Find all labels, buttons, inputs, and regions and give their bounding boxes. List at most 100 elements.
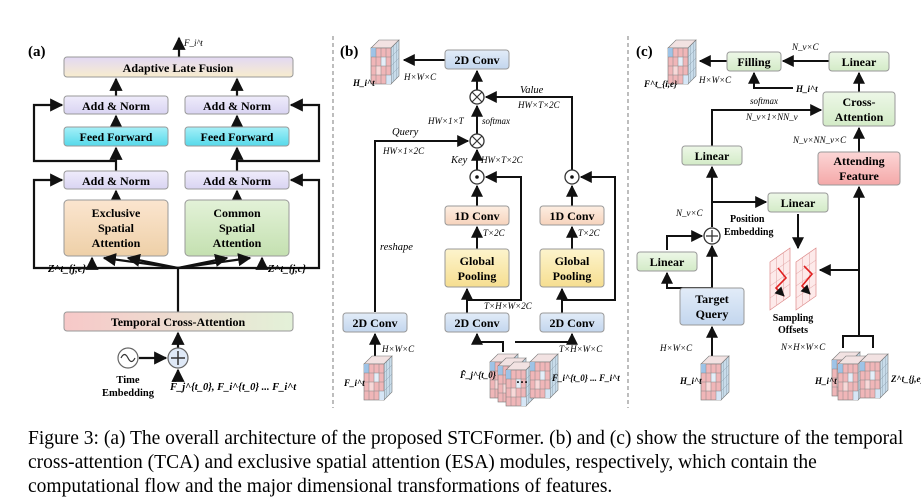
z-input-label: Z^t_{j,e}: [890, 374, 921, 384]
pe-line1: Position: [730, 214, 765, 225]
af-line1: Attending: [833, 154, 884, 168]
z-exclusive-label: Z^t_{j,e}: [47, 264, 86, 275]
f-seq2-label: F_i^{t_0} ... F_i^t: [551, 373, 620, 383]
cross-attention-box: [822, 91, 896, 127]
add-norm-top-right-label: Add & Norm: [203, 99, 271, 113]
conv2d-key-box: [444, 312, 510, 333]
query-label: Query: [392, 127, 419, 138]
linear-mid-label: Linear: [695, 149, 730, 163]
reshape-label: reshape: [380, 242, 413, 253]
conv1d-left-label: 1D Conv: [454, 209, 499, 223]
conv2d-key-label: 2D Conv: [454, 316, 499, 330]
output-feature-cube-b: [370, 39, 400, 85]
panel-c: (c) F^t_{i,e} H×W×C Filling H_i^t N_v×C …: [636, 39, 921, 401]
linear-left-label: Linear: [650, 255, 685, 269]
linear-top-label: Linear: [842, 55, 877, 69]
global-pooling-left-box: [444, 248, 510, 288]
csa-line2: Spatial: [219, 221, 256, 235]
linear-offset-box: [767, 192, 829, 213]
conv1d-right-label: 1D Conv: [549, 209, 594, 223]
input-cube-z: [859, 353, 889, 399]
h-t-label: H_i^t: [795, 84, 818, 94]
dim-hwt2c-key: HW×T×2C: [480, 155, 524, 165]
add-norm-mid-left-label: Add & Norm: [82, 174, 150, 188]
figure-caption: Figure 3: (a) The overall architecture o…: [28, 428, 904, 497]
output-feature-cube-c: [667, 39, 697, 85]
dim-thwc: T×H×W×C: [559, 344, 603, 354]
global-pooling-right-box: [539, 248, 605, 288]
dim-hw12c: HW×1×2C: [382, 146, 425, 156]
add-norm-top-right: [184, 95, 290, 115]
so-line2: Offsets: [778, 325, 808, 336]
gp-right-line1: Global: [555, 254, 590, 268]
temporal-cross-attention-box: [63, 311, 294, 332]
value-label: Value: [520, 85, 544, 96]
conv2d-value-box: [539, 312, 605, 333]
architecture-diagram: (a) F_i^t Adaptive Late Fusion Add & Nor…: [28, 36, 921, 408]
dim-t2c-left: T×2C: [483, 228, 506, 238]
linear-top-box: [828, 51, 890, 72]
conv2d-query-label: 2D Conv: [352, 316, 397, 330]
dim-hw1t: HW×1×T: [427, 116, 465, 126]
conv2d-top-label: 2D Conv: [454, 53, 499, 67]
add-norm-mid-right: [184, 170, 290, 190]
esa-line3: Attention: [92, 236, 141, 250]
dim-nvnnvc: N_v×NN_v×C: [792, 135, 847, 145]
add-norm-mid-right-label: Add & Norm: [203, 174, 271, 188]
af-line2: Feature: [839, 169, 879, 183]
tq-line1: Target: [695, 292, 729, 306]
so-line1: Sampling: [773, 313, 814, 324]
ca-line2: Attention: [835, 110, 884, 124]
feed-forward-right-label: Feed Forward: [201, 130, 274, 144]
tca-label: Temporal Cross-Attention: [111, 315, 246, 329]
conv2d-top-box: [444, 49, 510, 70]
dim-thw2c: T×H×W×2C: [484, 301, 533, 311]
dim-nvc-top: N_v×C: [791, 42, 820, 52]
gp-right-line2: Pooling: [553, 269, 592, 283]
dim-hwc-c: H×W×C: [659, 343, 693, 353]
h-input-label: H_i^t: [679, 376, 702, 386]
linear-mid-box: [681, 145, 743, 166]
esa-line2: Spatial: [98, 221, 135, 235]
key-label: Key: [450, 155, 468, 166]
pe-line2: Embedding: [724, 227, 773, 238]
filling-box: [726, 51, 782, 72]
linear-left-box: [636, 251, 698, 272]
f-out-label: F^t_{i,e}: [643, 79, 678, 89]
f-input-label: F_i^t: [343, 378, 365, 388]
panel-a: (a) F_i^t Adaptive Late Fusion Add & Nor…: [28, 36, 321, 399]
feed-forward-right: [184, 126, 290, 147]
dim-hwc-top-b: H×W×C: [403, 72, 437, 82]
dim-t2c-right: T×2C: [578, 228, 601, 238]
input-cube-h: [700, 355, 730, 401]
dim-hwc-query: H×W×C: [381, 344, 415, 354]
dim-nv1nnv: N_v×1×NN_v: [745, 112, 798, 122]
gp-left-line1: Global: [460, 254, 495, 268]
dim-hwt2c-value: HW×T×2C: [517, 100, 561, 110]
feed-forward-left: [63, 126, 169, 147]
conv2d-value-label: 2D Conv: [549, 316, 594, 330]
add-norm-top-left-label: Add & Norm: [82, 99, 150, 113]
input-cube-query: [363, 355, 393, 401]
panel-b: (b) H_i^t H×W×C 2D Conv Value HW×T×2C HW…: [340, 39, 620, 407]
softmax-label-c: softmax: [750, 96, 778, 106]
dim-hwc-top-c: H×W×C: [698, 75, 732, 85]
tq-line2: Query: [696, 307, 729, 321]
sampling-offsets-icon: [769, 247, 817, 311]
conv2d-query-box: [342, 312, 408, 333]
dim-nvc-mid: N_v×C: [675, 208, 704, 218]
conv1d-right-box: [539, 205, 605, 226]
attending-feature-box: [817, 151, 901, 186]
input-features-label: F̂_j^{t_0}, F_i^{t_0} ... F_i^t: [169, 380, 297, 393]
add-norm-mid-left: [63, 170, 169, 190]
feed-forward-left-label: Feed Forward: [80, 130, 153, 144]
csa-line1: Common: [213, 206, 261, 220]
panel-label-c: (c): [636, 44, 653, 60]
conv1d-left-box: [444, 205, 510, 226]
linear-offset-label: Linear: [781, 196, 816, 210]
csa-line3: Attention: [213, 236, 262, 250]
h-n-label: H_i^t: [814, 376, 837, 386]
add-norm-top-left: [63, 95, 169, 115]
target-query-box: [679, 287, 745, 326]
common-spatial-attention-box: [184, 199, 290, 257]
